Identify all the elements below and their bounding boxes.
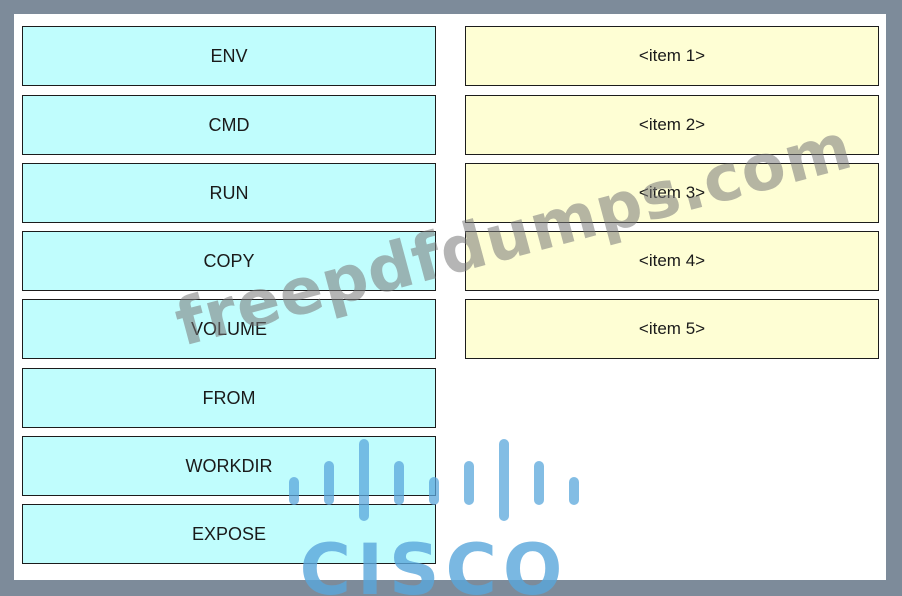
option-label: COPY [203, 250, 255, 271]
option-label: WORKDIR [185, 455, 273, 476]
target-slot-4[interactable]: <item 4> [465, 231, 879, 291]
option-workdir[interactable]: WORKDIR [22, 436, 436, 496]
option-label: EXPOSE [191, 523, 267, 544]
target-label: <item 1> [638, 46, 706, 65]
option-label: CMD [208, 114, 250, 135]
target-label: <item 5> [638, 319, 706, 338]
option-copy[interactable]: COPY [22, 231, 436, 291]
target-label: <item 2> [638, 115, 706, 134]
target-slot-5[interactable]: <item 5> [465, 299, 879, 359]
target-label: <item 4> [638, 251, 706, 270]
target-slot-2[interactable]: <item 2> [465, 95, 879, 155]
option-from[interactable]: FROM [22, 368, 436, 428]
target-slot-3[interactable]: <item 3> [465, 163, 879, 223]
option-label: FROM [202, 387, 256, 408]
target-label: <item 3> [638, 183, 706, 202]
option-env[interactable]: ENV [22, 26, 436, 86]
option-run[interactable]: RUN [22, 163, 436, 223]
option-expose[interactable]: EXPOSE [22, 504, 436, 564]
option-volume[interactable]: VOLUME [22, 299, 436, 359]
option-label: RUN [209, 182, 249, 203]
option-cmd[interactable]: CMD [22, 95, 436, 155]
option-label: ENV [210, 45, 248, 66]
target-slot-1[interactable]: <item 1> [465, 26, 879, 86]
option-label: VOLUME [190, 318, 268, 339]
